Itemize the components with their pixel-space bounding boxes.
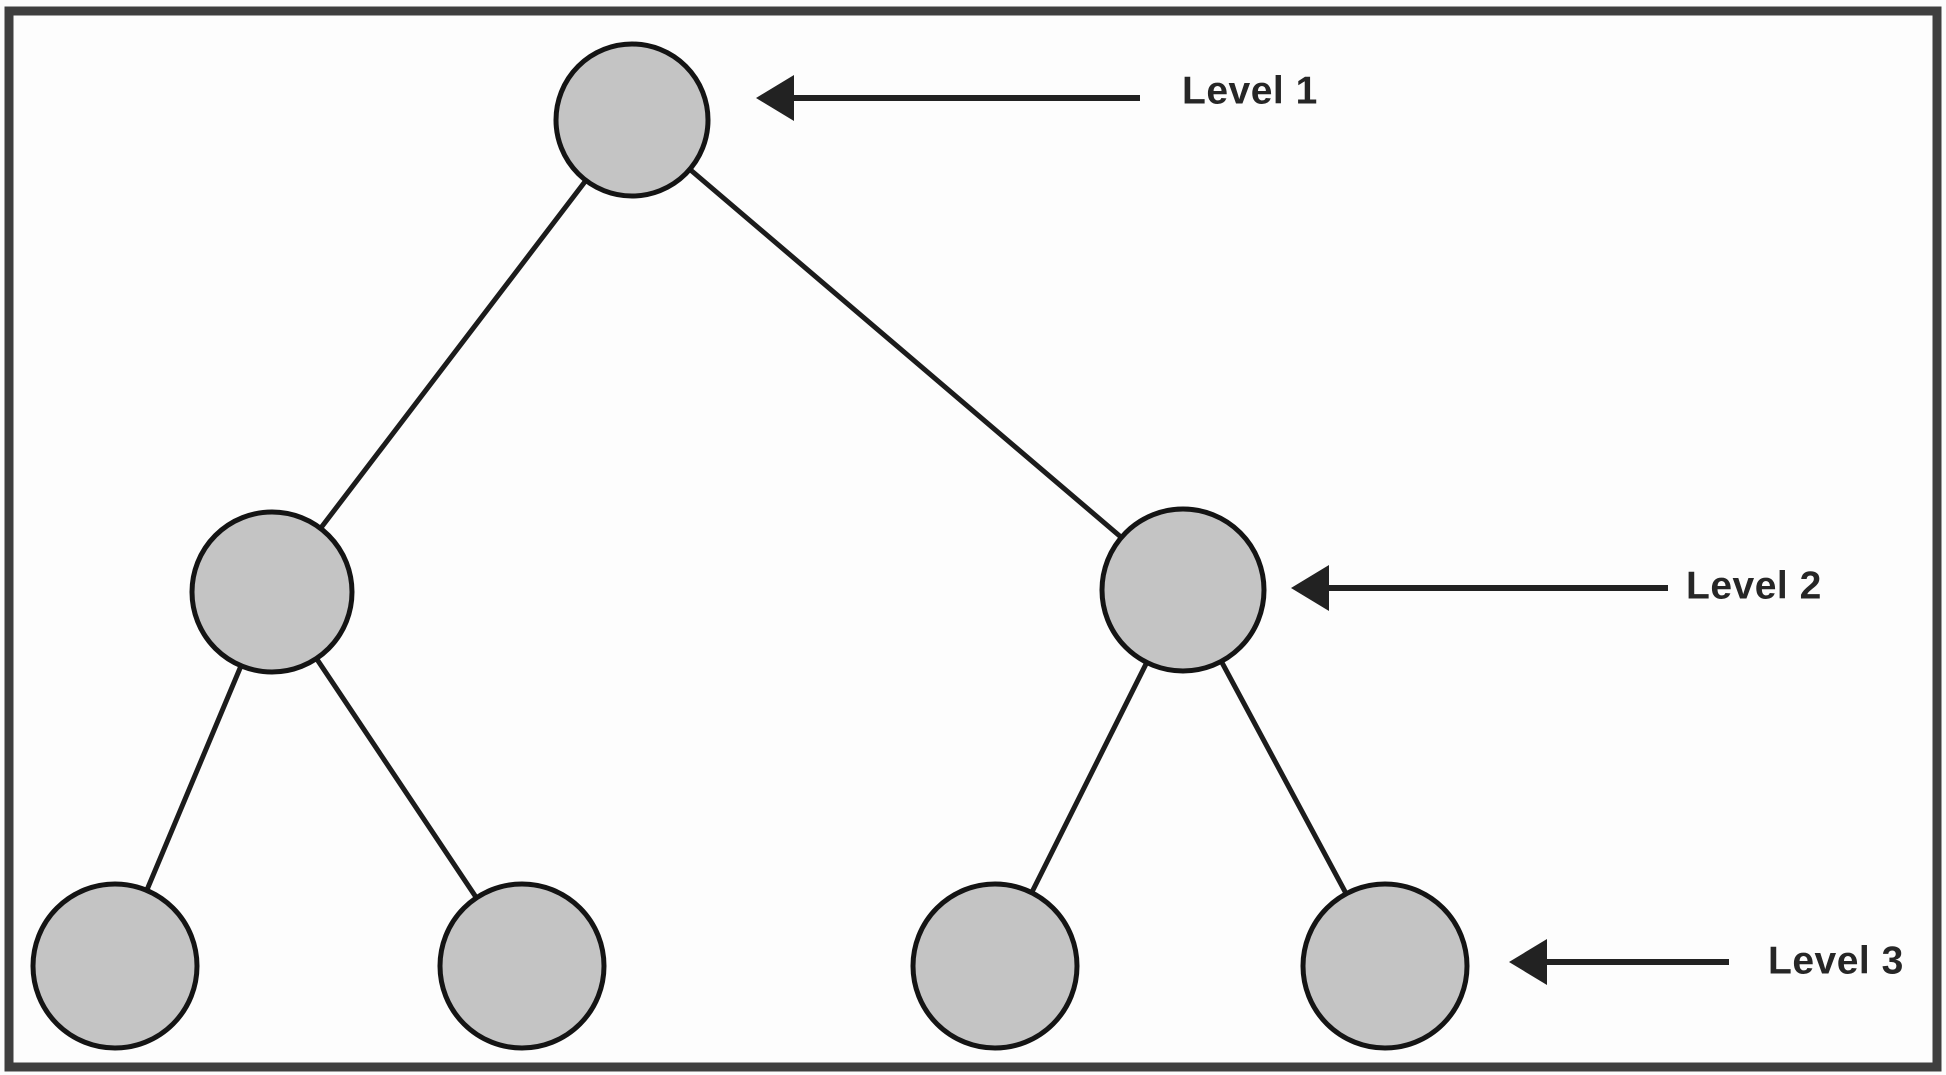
level-1-label: Level 1 <box>1182 70 1318 113</box>
level-2-arrowhead-icon <box>1291 565 1329 611</box>
level-annotations: Level 1 Level 2 Level 3 <box>756 70 1904 985</box>
diagram-border <box>4 6 1942 1072</box>
tree-nodes <box>30 41 1470 1051</box>
node-level3-2 <box>437 881 607 1051</box>
level-1-arrowhead-icon <box>756 75 794 121</box>
annotation-level-2: Level 2 <box>1291 565 1822 611</box>
node-level3-4 <box>1300 881 1470 1051</box>
level-3-label: Level 3 <box>1768 940 1904 983</box>
node-level3-3 <box>910 881 1080 1051</box>
node-level2-right <box>1099 506 1267 674</box>
edge-root-to-l2-left <box>269 117 635 595</box>
edge-root-to-l2-right <box>629 117 1186 593</box>
annotation-level-3: Level 3 <box>1509 939 1904 985</box>
node-level2-left <box>189 509 355 675</box>
node-level1-root <box>553 41 711 199</box>
annotation-level-1: Level 1 <box>756 70 1318 121</box>
level-2-label: Level 2 <box>1686 565 1822 608</box>
level-3-arrowhead-icon <box>1509 939 1547 985</box>
node-level3-1 <box>30 881 200 1051</box>
